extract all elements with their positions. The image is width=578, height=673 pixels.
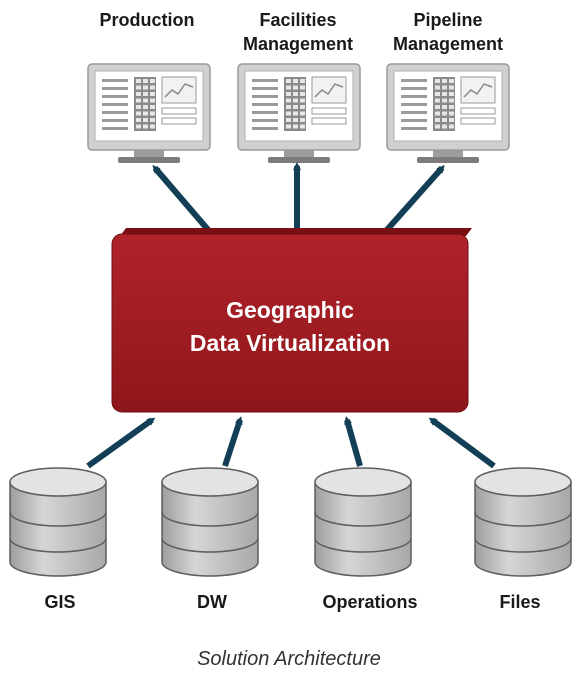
arrow-from-dw — [222, 416, 243, 467]
arrow-from-files — [428, 417, 496, 469]
label-operations: Operations — [322, 592, 418, 612]
label-facilities-management: Facilities Management — [242, 10, 354, 54]
figure-caption: Solution Architecture — [197, 648, 381, 670]
arrow-to-production — [152, 164, 213, 234]
core-title: Geographic Data Virtualization — [189, 297, 391, 356]
label-production: Production — [99, 10, 195, 30]
label-files: Files — [499, 592, 541, 612]
dw-database-icon — [161, 467, 259, 577]
operations-database-icon — [314, 467, 412, 577]
gis-database-icon — [9, 467, 107, 577]
geographic-data-virtualization-block — [111, 228, 472, 413]
facilities-monitor-icon — [237, 63, 361, 163]
files-database-icon — [474, 467, 572, 577]
label-pipeline-management: Pipeline Management — [392, 10, 504, 54]
arrow-from-operations — [344, 416, 363, 467]
pipeline-monitor-icon — [386, 63, 510, 163]
arrow-to-pipeline — [382, 165, 445, 234]
arrow-from-gis — [86, 417, 156, 469]
label-dw: DW — [197, 592, 227, 612]
label-gis: GIS — [44, 592, 76, 612]
production-monitor-icon — [87, 63, 211, 163]
